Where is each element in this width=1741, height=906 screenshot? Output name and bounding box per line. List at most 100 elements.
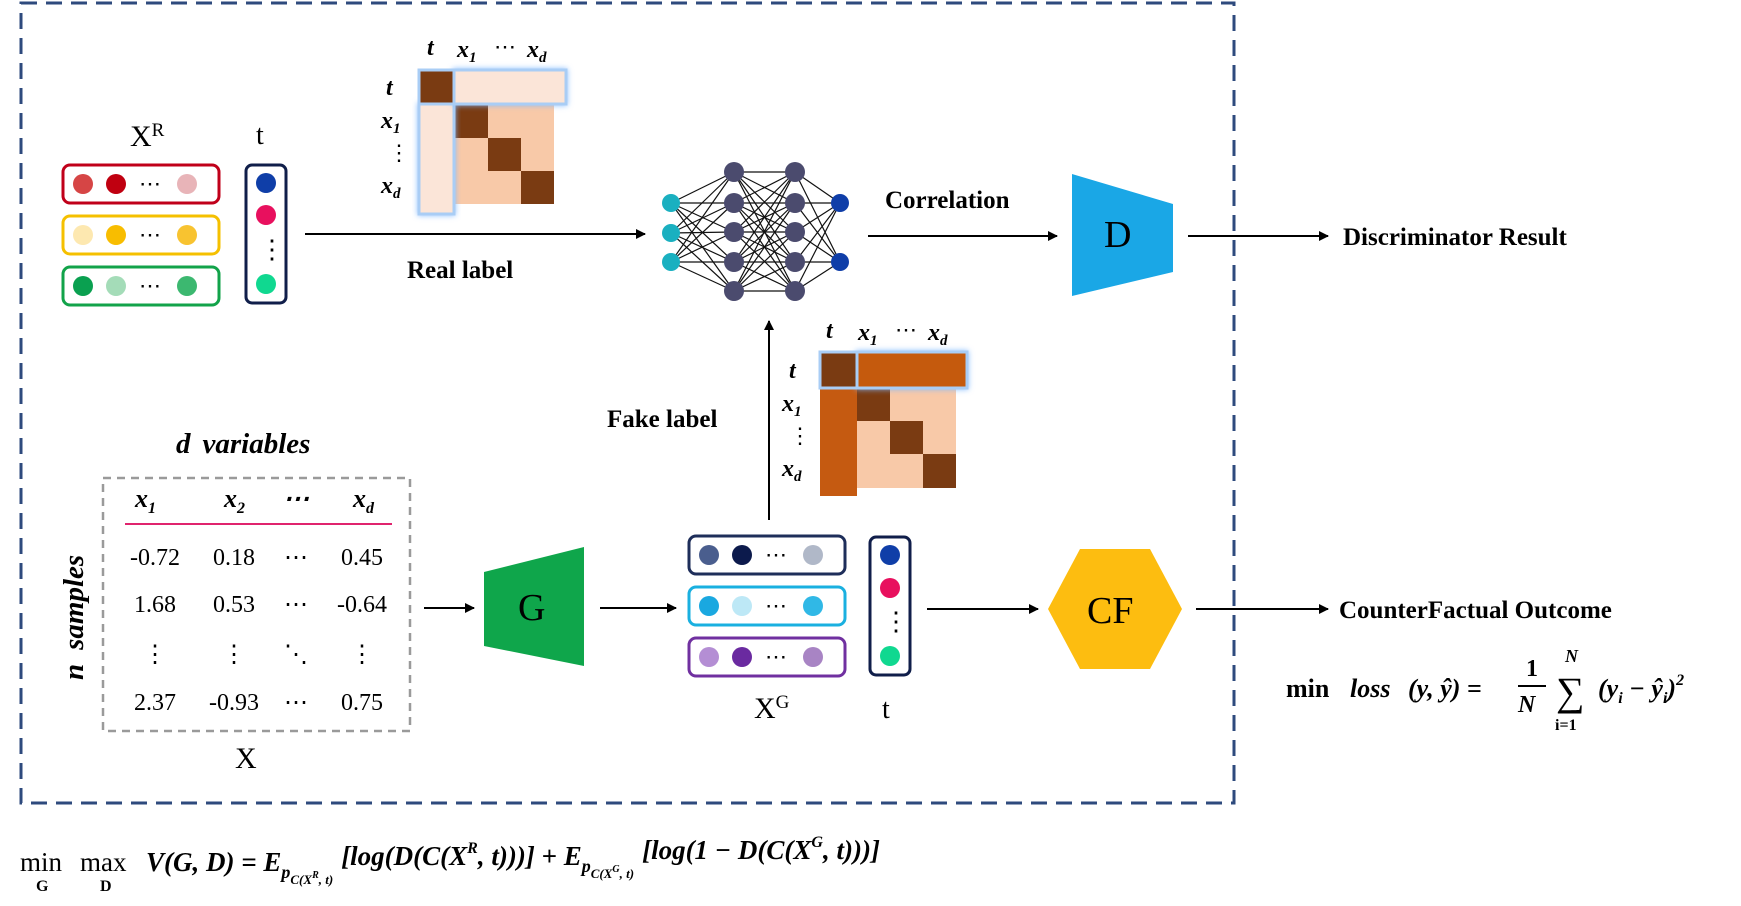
nn-edge [670,202,735,263]
nn-edge [733,171,796,263]
loss-sum-top: N [1564,646,1579,666]
xg-ellipsis: ⋯ [765,593,787,618]
t-dot [880,578,900,598]
nn-node [785,252,805,272]
xg-row-box [687,636,847,678]
nn-node [785,193,805,213]
nn-edge [670,171,735,204]
fake-label: Fake label [607,406,717,433]
loss-sum-sign: ∑ [1556,669,1585,714]
table-cell: ⋮ [350,642,374,668]
t-vector-top: ⋮ [244,163,288,305]
table-header: x1 [134,484,156,517]
table-cell: 0.75 [341,690,383,716]
fake-matrix-col-x1: x1 [857,320,878,349]
generator-block [484,547,584,666]
xg-sample-rows: ⋯ ⋯ ⋯ [687,534,847,678]
xg-dot [732,545,752,565]
nn-node [831,253,849,271]
nn-node [724,193,744,213]
loss-frac-num: 1 [1526,656,1538,682]
objective-body: V(G, D) = EpC(XR, t)[log(D(C(XR, t)))] +… [146,834,880,887]
fake-matrix-row-x1: x1 [781,391,802,420]
objective-min-sub: G [36,878,49,895]
loss-name: loss [1350,674,1390,703]
xr-dot [73,276,93,296]
dashed-frame [19,1,1236,805]
xr-dot [177,174,197,194]
discriminator-result-label: Discriminator Result [1343,224,1567,251]
table-cell: ⋱ [284,642,308,668]
t-vdots: ⋮ [259,235,285,264]
fake-matrix-col-t: t [826,318,834,344]
matrix-col-t: t [427,35,435,61]
fake-matrix-row-xd: xd [781,456,802,485]
fake-matrix-col-dots: ⋯ [895,317,917,342]
xg-ellipsis: ⋯ [765,644,787,669]
loss-term: (yi − ŷi)2 [1598,672,1684,707]
xr-dot [106,276,126,296]
t-vdots: ⋮ [883,607,909,636]
nn-edge [670,171,735,263]
loss-formula: min loss (y, ŷ) = 1 N N ∑ i=1 (yi − ŷi)2 [1286,646,1684,734]
table-cell: 1.68 [134,592,176,618]
table-cell: 0.53 [213,592,255,618]
nn-edge [733,261,796,292]
xg-dot [732,596,752,616]
fake-matrix-col-xd: xd [927,320,948,349]
table-cell: ⋯ [284,545,308,571]
xg-dot [803,545,823,565]
loss-frac-den: N [1517,692,1537,718]
nn-node [724,162,744,182]
neural-network [662,162,849,301]
xr-dot [73,225,93,245]
xr-label: XR [130,120,165,153]
x-caption: X [235,742,257,775]
nn-edge [670,261,735,292]
xr-dot [106,225,126,245]
xg-dot [699,647,719,667]
table-cell: ⋮ [143,642,167,668]
nn-edge [733,171,796,204]
fake-matrix-row-t: t [789,358,797,384]
t-dot [256,173,276,193]
xr-dot [106,174,126,194]
nn-edge [733,231,796,292]
nn-edge [794,202,841,263]
xg-dot [699,596,719,616]
t-dot [256,205,276,225]
t-label-bottom: t [882,694,890,725]
xg-row-box [687,585,847,627]
cf-block-label: CF [1087,590,1133,632]
nn-node [724,222,744,242]
table-cell: -0.64 [337,592,387,618]
xg-dot [803,647,823,667]
xg-row-box [687,534,847,576]
matrix-col-x1: x1 [456,37,477,66]
nn-edge [794,202,841,292]
matrix-row-vdots: ⋮ [388,140,410,165]
nn-edge [733,171,796,233]
xr-dot [73,174,93,194]
table-cell: -0.72 [130,545,180,571]
table-cell: 2.37 [134,690,176,716]
discriminator-block [1072,174,1173,296]
xg-dot [699,545,719,565]
real-correlation-matrix: t x1 ⋯ xd t x1 ⋮ xd [380,34,568,216]
g-block-label: G [518,587,545,629]
table-cell: -0.93 [209,690,259,716]
xr-dot [177,276,197,296]
t-dot [880,545,900,565]
matrix-col-dots: ⋯ [494,34,516,59]
table-header: ⋯ [283,484,309,513]
xg-ellipsis: ⋯ [765,542,787,567]
objective-max-sub: D [100,878,112,895]
xr-ellipsis: ⋯ [139,273,161,298]
xg-label: XG [754,692,790,725]
nn-node [724,281,744,301]
fake-matrix-row-vdots: ⋮ [789,423,811,448]
matrix-col-xd: xd [526,37,547,66]
loss-sum-bottom: i=1 [1555,717,1577,734]
